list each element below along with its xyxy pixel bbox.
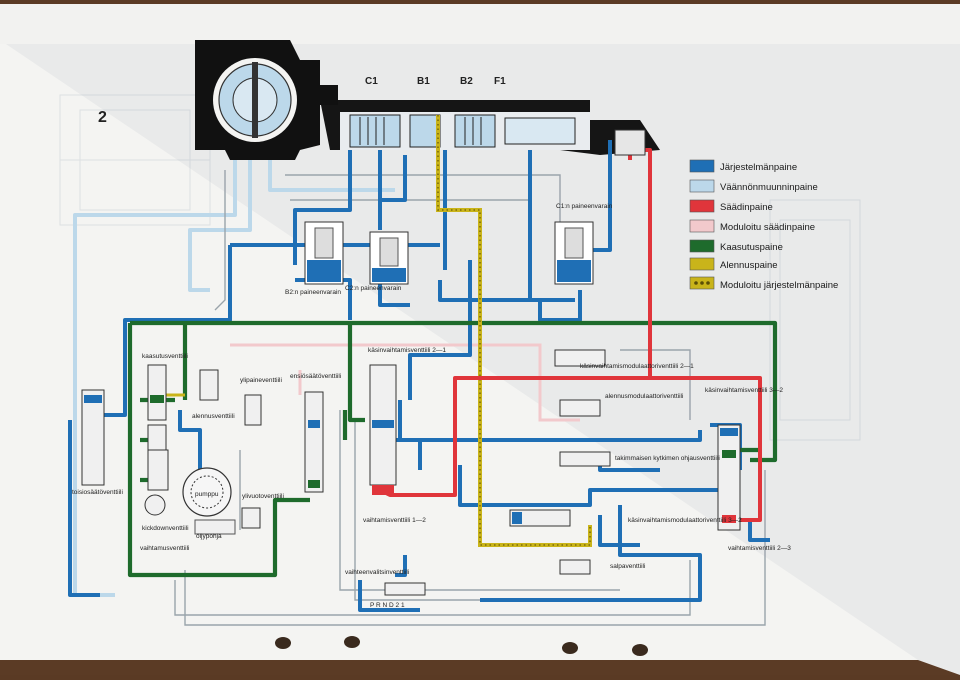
accumulator-c2 xyxy=(369,231,409,285)
print-through xyxy=(59,94,861,441)
legend-item-modulated-system: Moduloitu järjestelmänpaine xyxy=(689,276,838,291)
label-oil-sump: öljypohja xyxy=(196,533,222,540)
label-primary-valve: ensiösäätö­venttiili xyxy=(290,373,341,380)
label-switch-valve: vaihtamus­venttiili xyxy=(140,545,190,552)
legend-swatch xyxy=(689,257,715,271)
kickdown-cam xyxy=(144,494,166,516)
legend-item-converter-pressure: Väännönmuunninpaine xyxy=(689,179,818,193)
legend-swatch xyxy=(689,219,715,233)
label-c1: C1 xyxy=(365,76,378,87)
secondary-valve-body xyxy=(81,389,105,486)
clutch-packs xyxy=(349,114,576,148)
clutch-plates xyxy=(359,117,482,145)
figure-number: 2 xyxy=(98,109,107,126)
pump xyxy=(182,467,232,517)
label-max-pressure-valve: ylipaine­venttiili xyxy=(240,377,282,384)
label-pump: pumppu xyxy=(195,491,219,498)
legend-label: Moduloitu järjestelmänpaine xyxy=(720,280,838,291)
governor-chambers xyxy=(372,485,736,523)
label-prnd: P R N D 2 1 xyxy=(370,602,405,609)
valve-bodies xyxy=(81,349,741,596)
label-modulator-valve-21: käsinvaihtamis­modulaattoriventtiili 2—1 xyxy=(580,363,694,370)
accumulator-b2 xyxy=(304,221,344,285)
component-labels: C1:n paineenvarain B2:n paineenvarain C2… xyxy=(72,203,791,609)
label-reducing-valve: alennus­venttiili xyxy=(192,413,235,420)
label-throttle-valve: kaasutus­venttiili xyxy=(142,353,188,360)
page-top xyxy=(0,4,960,44)
legend-label: Järjestelmänpaine xyxy=(720,162,797,173)
legend-item-system-pressure: Järjestelmänpaine xyxy=(689,159,797,173)
label-secondary-valve: toisiosäätö­venttiili xyxy=(72,489,123,496)
label-c1-accumulator: C1:n paineenvarain xyxy=(556,203,613,210)
legend-swatch xyxy=(689,239,715,253)
accumulator-c1 xyxy=(554,221,594,285)
label-f1: F1 xyxy=(494,76,506,87)
legend-swatch xyxy=(689,159,715,173)
legend-item-governor-pressure: Säädinpaine xyxy=(689,199,773,213)
modulated-governor-lines xyxy=(230,343,580,422)
legend-item-throttle-pressure: Kaasutuspaine xyxy=(689,239,783,253)
legend-label: Säädinpaine xyxy=(720,202,773,213)
legend-label: Moduloitu säädinpaine xyxy=(720,222,815,233)
oil-sump xyxy=(194,519,236,535)
label-reducing-mod-valve: alennusmodulaattoriventtiili xyxy=(605,393,683,400)
binder-holes xyxy=(275,636,648,656)
label-kickdown-valve: kickdown­venttiili xyxy=(142,525,189,532)
label-modulator-valve-32: käsinvaihtamis­modulaattori­venttiili 3—… xyxy=(628,517,742,524)
label-lockup-valve: takimmaisen kytkimen ohjausventtiili xyxy=(615,455,720,462)
valve-chambers xyxy=(84,395,738,524)
legend-item-modulated-governor: Moduloitu säädinpaine xyxy=(689,219,815,233)
label-manual-valve-32: käsinvaihtamis­venttiili 3—2 xyxy=(705,387,783,394)
governor-body xyxy=(614,129,646,156)
label-manual-valve: käsinvaihtamisventtiili 2—1 xyxy=(368,347,446,354)
throttle-chambers xyxy=(150,395,736,488)
label-b2-accumulator: B2:n paineenvarain xyxy=(285,289,341,296)
label-check-valve: salpaventtiili xyxy=(610,563,645,570)
throttle-pressure-lines xyxy=(127,320,778,578)
legend-label: Alennuspaine xyxy=(720,260,778,271)
legend-item-reducing-pressure: Alennuspaine xyxy=(689,257,778,271)
legend-dots xyxy=(694,281,710,285)
legend: Järjestelmänpaine Väännönmuunninpaine Sä… xyxy=(689,159,838,291)
legend-label: Väännönmuunninpaine xyxy=(720,182,818,193)
label-overflow-valve: ylivuoto­venttiili xyxy=(242,493,284,500)
label-b1: B1 xyxy=(417,76,430,87)
top-labels: C1 B1 B2 F1 xyxy=(365,76,506,87)
housing-bracket xyxy=(320,85,338,105)
label-c2-accumulator: C2:n paineenvarain xyxy=(345,285,402,292)
label-selector-valve: vaihteenvalitsin­venttiili xyxy=(345,569,409,576)
legend-label: Kaasutuspaine xyxy=(720,242,783,253)
legend-swatch xyxy=(689,179,715,193)
label-shift-valve-23: vaihtamis­venttiili 2—3 xyxy=(728,545,791,552)
label-b2: B2 xyxy=(460,76,473,87)
converter-shaft xyxy=(252,62,258,138)
label-shift-valve-12: vaihtamisventtiili 1—2 xyxy=(363,517,426,524)
legend-swatch xyxy=(689,199,715,213)
